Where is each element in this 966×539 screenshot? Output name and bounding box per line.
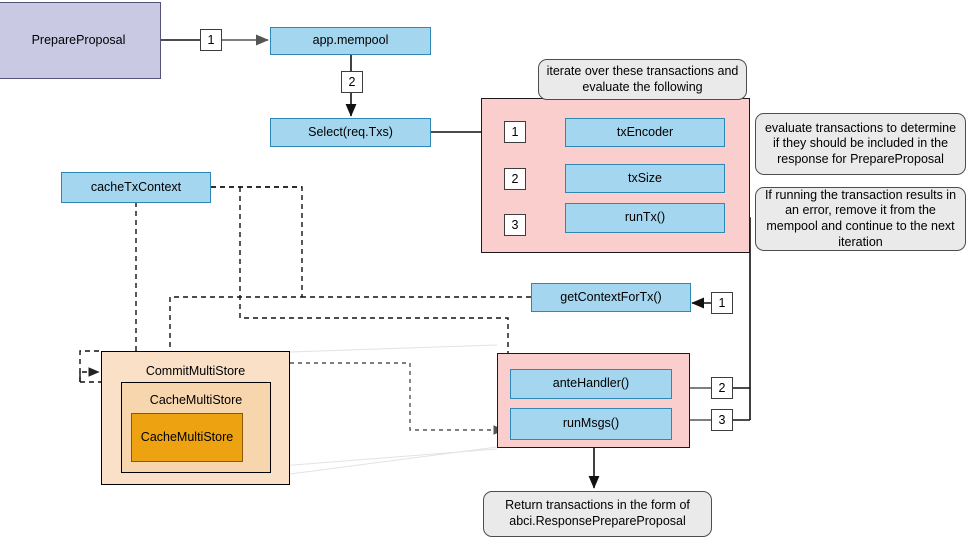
callout-evaluate-text: evaluate transactions to determine if th… [764, 120, 957, 166]
node-cache-multi-store-inner[interactable]: CacheMultiStore [131, 413, 243, 462]
callout-iterate: iterate over these transactions and eval… [538, 59, 747, 100]
node-tx-encoder[interactable]: txEncoder [565, 118, 725, 147]
badge-get-context-label: 1 [718, 296, 726, 310]
node-get-context-for-tx[interactable]: getContextForTx() [531, 283, 691, 312]
node-select-req-txs[interactable]: Select(req.Txs) [270, 118, 431, 147]
callout-return: Return transactions in the form of abci.… [483, 491, 712, 537]
badge-step-run-tx: 3 [504, 214, 526, 236]
callout-error-text: If running the transaction results in an… [764, 187, 957, 249]
badge-get-context: 1 [711, 292, 733, 314]
node-run-tx[interactable]: runTx() [565, 203, 725, 233]
node-run-tx-label: runTx() [624, 210, 666, 225]
badge-run-msgs-label: 3 [718, 413, 726, 427]
node-prepare-proposal[interactable]: PrepareProposal [0, 2, 161, 79]
callout-evaluate: evaluate transactions to determine if th… [755, 113, 966, 175]
badge-step-run-tx-label: 3 [511, 218, 519, 232]
node-app-mempool[interactable]: app.mempool [270, 27, 431, 55]
node-ante-handler[interactable]: anteHandler() [510, 369, 672, 399]
badge-step-tx-size-label: 2 [511, 172, 519, 186]
badge-step-tx-encoder-label: 1 [511, 125, 519, 139]
region-commit-multi-store-label: CommitMultiStore [145, 364, 246, 378]
callout-iterate-text: iterate over these transactions and eval… [546, 63, 739, 94]
badge-prepare-to-mempool: 1 [200, 29, 222, 51]
node-get-context-for-tx-label: getContextForTx() [560, 289, 662, 304]
badge-prepare-to-mempool-label: 1 [207, 33, 215, 47]
node-tx-size-label: txSize [627, 170, 663, 185]
badge-mempool-to-select: 2 [341, 71, 363, 93]
node-run-msgs[interactable]: runMsgs() [510, 408, 672, 440]
badge-step-tx-encoder: 1 [504, 121, 526, 143]
badge-ante-handler: 2 [711, 377, 733, 399]
node-cache-multi-store-inner-label: CacheMultiStore [140, 429, 234, 444]
node-select-req-txs-label: Select(req.Txs) [308, 124, 393, 139]
badge-ante-handler-label: 2 [718, 381, 726, 395]
callout-return-text: Return transactions in the form of abci.… [505, 498, 690, 528]
node-prepare-proposal-label: PrepareProposal [31, 32, 126, 47]
region-cache-multi-store-outer-label: CacheMultiStore [149, 393, 243, 407]
node-run-msgs-label: runMsgs() [562, 416, 620, 431]
badge-run-msgs: 3 [711, 409, 733, 431]
node-app-mempool-label: app.mempool [312, 33, 389, 48]
node-tx-encoder-label: txEncoder [616, 124, 674, 139]
node-ante-handler-label: anteHandler() [552, 376, 630, 391]
node-cache-tx-context[interactable]: cacheTxContext [61, 172, 211, 203]
badge-step-tx-size: 2 [504, 168, 526, 190]
callout-error: If running the transaction results in an… [755, 187, 966, 251]
badge-mempool-to-select-label: 2 [348, 75, 356, 89]
node-cache-tx-context-label: cacheTxContext [90, 179, 182, 194]
node-tx-size[interactable]: txSize [565, 164, 725, 193]
